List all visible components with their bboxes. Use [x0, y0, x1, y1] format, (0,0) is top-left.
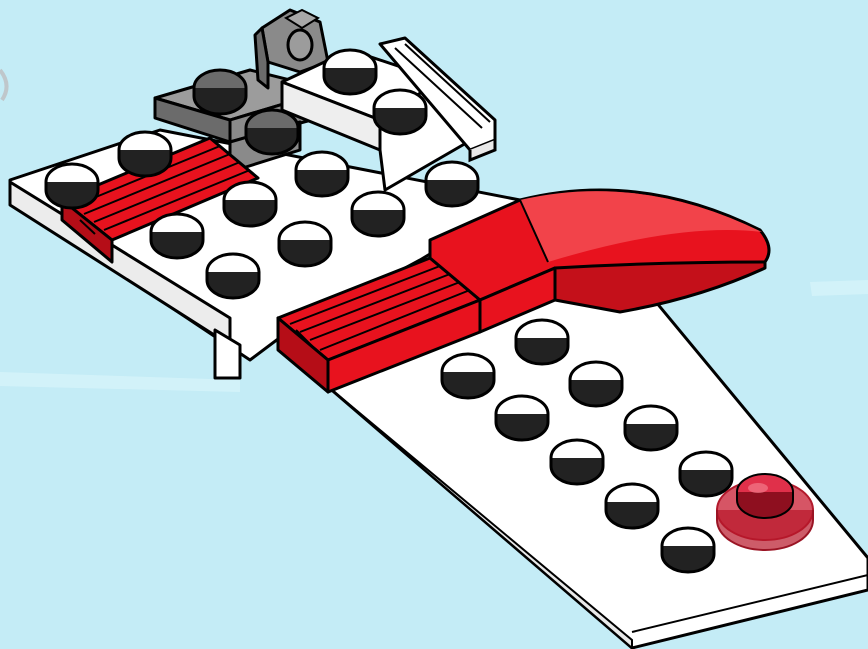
stud — [426, 162, 478, 206]
stud — [246, 110, 298, 154]
stud — [207, 254, 259, 298]
stud — [324, 50, 376, 94]
stud — [374, 90, 426, 134]
stud — [625, 406, 677, 450]
stud — [662, 528, 714, 572]
stud — [680, 452, 732, 496]
stud — [296, 152, 348, 196]
stud — [352, 192, 404, 236]
stud — [442, 354, 494, 398]
stud — [119, 132, 171, 176]
stud — [46, 164, 98, 208]
stud — [279, 222, 331, 266]
stud — [496, 396, 548, 440]
stud — [570, 362, 622, 406]
stud — [194, 70, 246, 114]
stud — [606, 484, 658, 528]
stud — [516, 320, 568, 364]
stud — [551, 440, 603, 484]
stud — [151, 214, 203, 258]
stud — [224, 182, 276, 226]
